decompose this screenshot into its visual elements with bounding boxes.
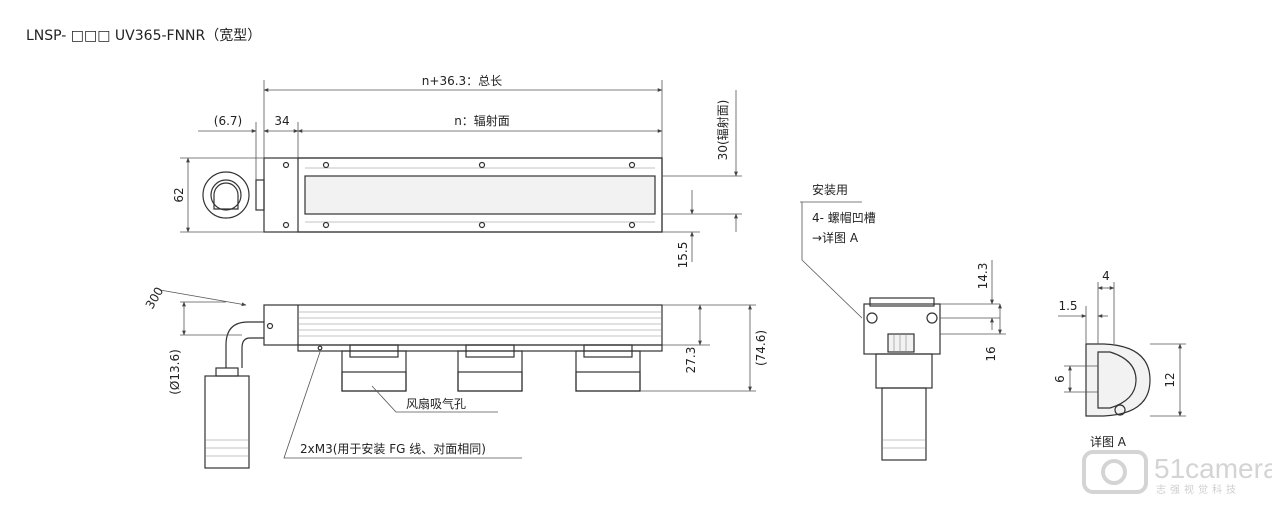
watermark-brand: 51camera xyxy=(1154,453,1272,484)
cable-connector xyxy=(204,375,250,469)
dim-bottom-offset: 15.5 xyxy=(676,242,690,269)
detail-view: 4 1.5 6 12 详图 A xyxy=(1053,269,1186,449)
front-body xyxy=(263,304,663,346)
dim-emit-height: 30(辐射面) xyxy=(715,100,730,161)
groove-label: 4- 螺帽凹槽 xyxy=(812,210,876,225)
watermark: 51camera 志强视觉科技 xyxy=(1082,450,1272,496)
dim-143: 14.3 xyxy=(976,263,990,290)
side-connector xyxy=(881,387,927,461)
dim-offset-34: 34 xyxy=(274,114,289,128)
front-view: 300 (Ø13.6) 27.3 (74.6) 风扇吸气孔 2xM3(用于安装 … xyxy=(143,285,768,469)
m3-label: 2xM3(用于安装 FG 线、对面相同) xyxy=(300,441,486,456)
dim-cable-dia: (Ø13.6) xyxy=(168,349,182,395)
dim-height-total: (74.6) xyxy=(754,330,768,366)
watermark-sub: 志强视觉科技 xyxy=(1156,483,1240,496)
emit-window xyxy=(304,175,656,215)
dim-height-body: 27.3 xyxy=(684,347,698,374)
detail-profile xyxy=(1085,343,1151,417)
top-view: n+36.3：总长 (6.7) 34 n：辐射面 62 xyxy=(172,74,742,268)
dim-height-62: 62 xyxy=(172,187,186,202)
dim-offset-left: (6.7) xyxy=(214,114,242,128)
cable xyxy=(225,321,264,368)
dim-4: 4 xyxy=(1102,269,1110,283)
side-view: 安装用 4- 螺帽凹槽 →详图 A 14.3 16 xyxy=(800,182,1006,461)
dim-total-length: n+36.3：总长 xyxy=(422,74,502,88)
dim-16: 16 xyxy=(984,346,998,361)
dim-6: 6 xyxy=(1053,375,1067,383)
dim-12: 12 xyxy=(1163,372,1177,387)
dim-emit-length: n：辐射面 xyxy=(454,113,510,128)
mount-label: 安装用 xyxy=(812,182,848,197)
detail-caption: 详图 A xyxy=(1090,434,1127,449)
fan-label: 风扇吸气孔 xyxy=(406,396,466,411)
drawing-title: LNSP- □□□ UV365-FNNR（宽型） xyxy=(26,27,261,44)
dim-cable-bend: 300 xyxy=(143,285,167,312)
detail-ref: →详图 A xyxy=(812,230,859,245)
top-connector xyxy=(202,171,250,219)
dim-15: 1.5 xyxy=(1058,299,1077,313)
